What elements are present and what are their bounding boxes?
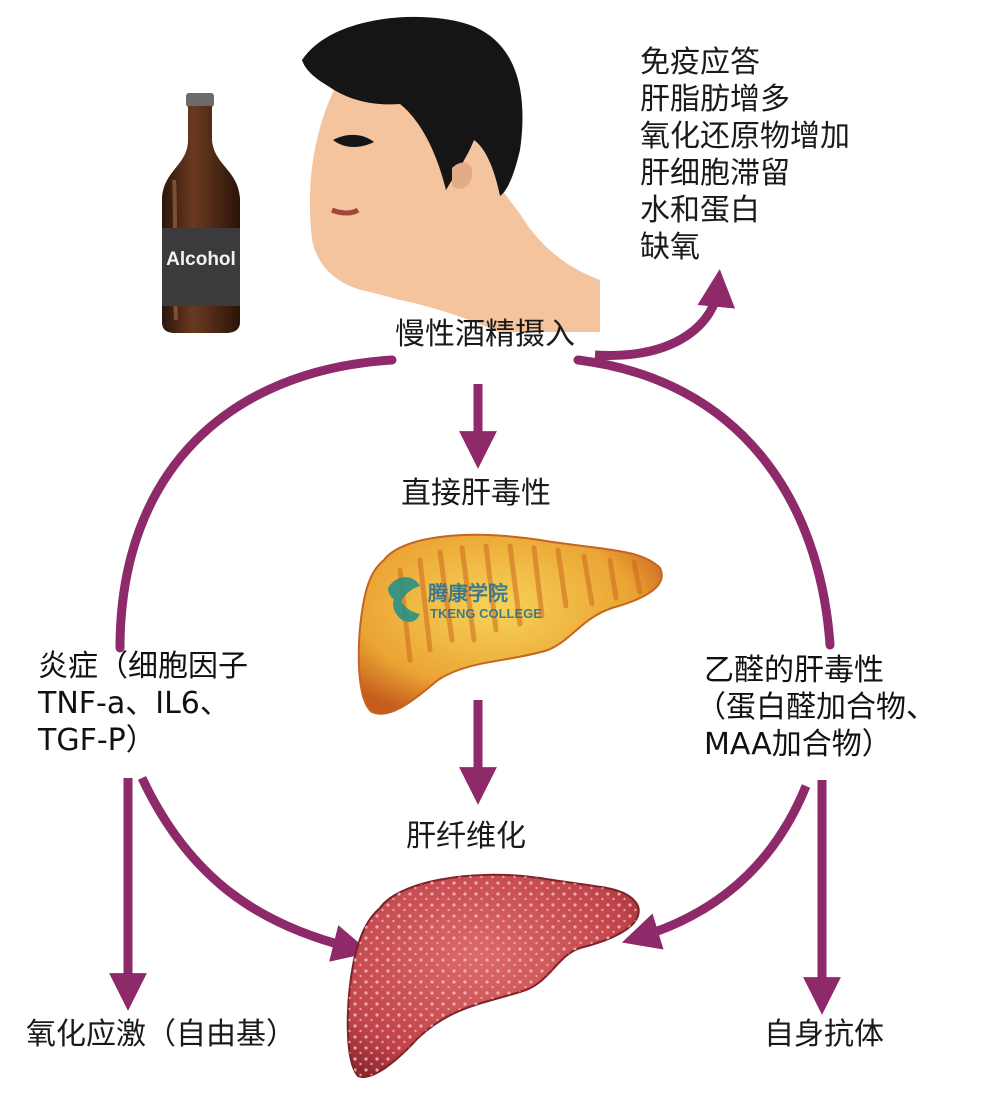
effect-item: 缺氧 [640,230,700,265]
watermark-logo-icon [388,577,420,622]
watermark-en: TKENG COLLEGE [430,606,542,621]
right-loop-arc [573,355,835,650]
acetaldehyde-line: MAA加合物） [704,727,892,762]
effect-item: 氧化还原物增加 [640,119,850,154]
direct-hepatotoxicity-label: 直接肝毒性 [401,476,551,511]
acetaldehyde-toxicity-label: 乙醛的肝毒性 （蛋白醛加合物、 MAA加合物） [696,652,936,763]
alcohol-effects-list: 免疫应答 肝脂肪增多 氧化还原物增加 肝细胞滞留 水和蛋白 缺氧 [640,44,850,266]
cirrhotic-liver-image [346,873,640,1078]
watermark-cn: 腾康学院 [428,581,508,605]
inflammation-line: 炎症（细胞因子 [38,649,248,684]
left-loop-arc [115,355,397,653]
effect-item: 免疫应答 [640,45,760,80]
effect-item: 肝脂肪增多 [640,82,790,117]
person-head-icon [302,16,600,333]
effect-item: 肝细胞滞留 [640,156,790,191]
effect-item: 水和蛋白 [640,193,760,228]
oxidative-stress-label: 氧化应激（自由基） [26,1017,296,1052]
inflammation-line: TGF-P） [38,723,156,758]
inflammation-line: TNF-a、IL6、 [38,686,230,721]
acetaldehyde-line: （蛋白醛加合物、 [696,690,936,725]
watermark-logo: 腾康学院 TKENG COLLEGE [388,577,542,622]
fatty-liver-image [357,533,663,715]
autoantibody-label: 自身抗体 [764,1017,884,1052]
beer-bottle-icon: Alcohol [162,93,240,333]
effects-arrow [594,269,736,360]
bottle-label: Alcohol [166,249,236,270]
liver-fibrosis-label: 肝纤维化 [406,819,526,854]
inflammation-label: 炎症（细胞因子 TNF-a、IL6、 TGF-P） [38,648,248,759]
chronic-alcohol-intake-label: 慢性酒精摄入 [395,317,575,352]
acetaldehyde-line: 乙醛的肝毒性 [704,653,884,688]
acetaldehyde-to-liver-arrow [621,784,811,950]
inflammation-to-liver-arrow [137,776,371,962]
